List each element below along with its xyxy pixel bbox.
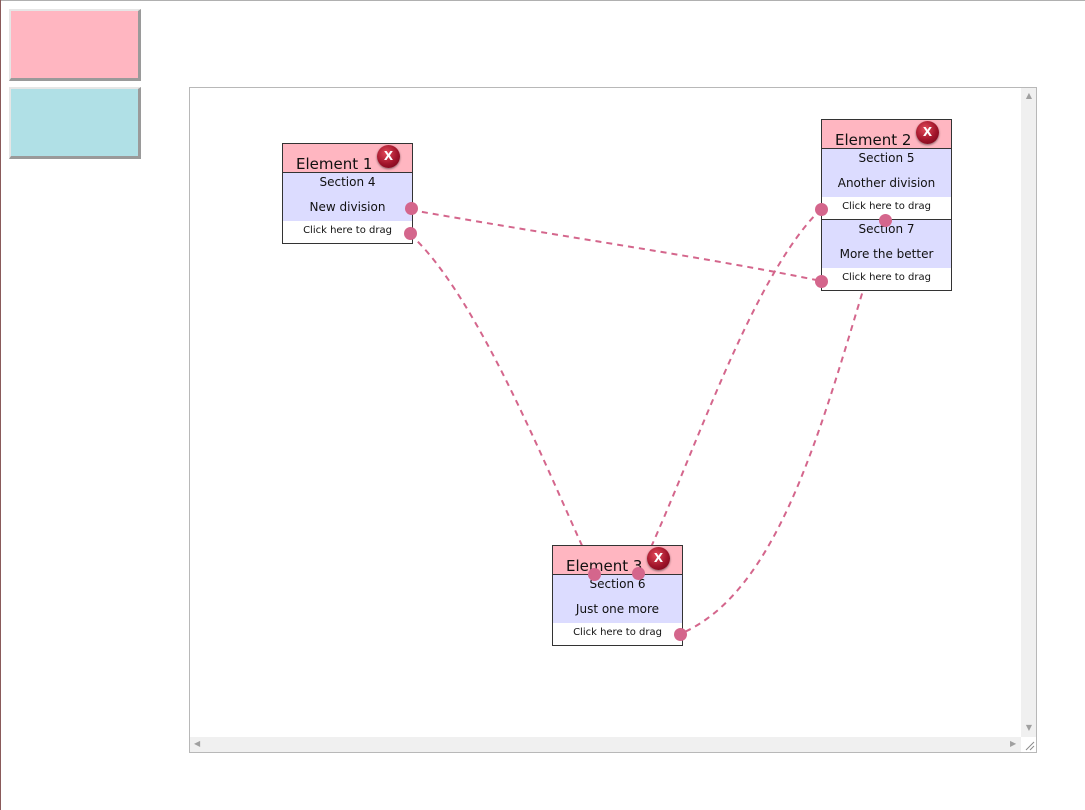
connection-port[interactable] (815, 203, 828, 216)
page-top-border (0, 0, 1085, 1)
connection-port[interactable] (405, 202, 418, 215)
node-title: Element 3 (566, 557, 643, 575)
close-icon[interactable]: X (377, 145, 400, 168)
connection-port[interactable] (815, 275, 828, 288)
node-element-3[interactable]: Element 3 X Section 6 Just one more Clic… (552, 545, 683, 646)
section-description: Just one more (575, 602, 660, 616)
connection-port[interactable] (879, 214, 892, 227)
section-title: Section 4 (319, 175, 376, 189)
section-content: Section 6 Just one more (553, 575, 682, 623)
connector-e2s5-e3s6 (638, 208, 822, 574)
resize-grip-icon[interactable] (1024, 740, 1035, 751)
section-block: Section 6 Just one more Click here to dr… (553, 575, 682, 645)
scroll-up-icon[interactable]: ▲ (1025, 91, 1032, 100)
drag-handle[interactable]: Click here to drag (822, 197, 951, 219)
section-content: Section 7 More the better (822, 220, 951, 268)
connection-port[interactable] (404, 227, 417, 240)
section-content: Section 4 New division (283, 173, 412, 221)
page-left-border (0, 0, 1, 810)
diagram-canvas[interactable]: Element 1 X Section 4 New division Click… (189, 87, 1037, 753)
section-title: Section 6 (589, 577, 646, 591)
node-header[interactable]: Element 1 X (283, 144, 412, 173)
drag-handle[interactable]: Click here to drag (553, 623, 682, 645)
connection-port[interactable] (632, 567, 645, 580)
section-description: More the better (839, 247, 934, 261)
scroll-right-icon[interactable]: ▶ (1010, 739, 1017, 748)
section-block: Section 4 New division Click here to dra… (283, 173, 412, 243)
node-header[interactable]: Element 3 X (553, 546, 682, 575)
connector-e1drag-e3s6 (409, 233, 596, 575)
section-block: Section 7 More the better Click here to … (822, 219, 951, 290)
vertical-scrollbar[interactable] (1021, 88, 1036, 738)
section-content: Section 5 Another division (822, 149, 951, 197)
connectors-layer (409, 208, 886, 635)
drag-handle[interactable]: Click here to drag (283, 221, 412, 243)
connection-port[interactable] (674, 628, 687, 641)
connection-port[interactable] (588, 568, 601, 581)
palette-cyan-block[interactable] (9, 87, 141, 159)
close-icon[interactable]: X (647, 547, 670, 570)
node-title: Element 1 (296, 155, 373, 173)
section-title: Section 7 (858, 222, 915, 236)
section-title: Section 5 (858, 151, 915, 165)
connector-e1s4-e2s7 (410, 209, 822, 282)
section-description: Another division (837, 176, 936, 190)
connector-e2s7-e3drag (679, 219, 886, 635)
section-block: Section 5 Another division Click here to… (822, 149, 951, 219)
node-element-1[interactable]: Element 1 X Section 4 New division Click… (282, 143, 413, 244)
horizontal-scrollbar[interactable] (190, 737, 1021, 752)
scroll-down-icon[interactable]: ▼ (1025, 723, 1032, 732)
drag-handle[interactable]: Click here to drag (822, 268, 951, 290)
node-element-2[interactable]: Element 2 X Section 5 Another division C… (821, 119, 952, 291)
node-title: Element 2 (835, 131, 912, 149)
palette-pink-block[interactable] (9, 9, 141, 81)
scroll-left-icon[interactable]: ◀ (194, 739, 201, 748)
section-description: New division (309, 200, 386, 214)
scroll-corner (1021, 737, 1036, 752)
node-header[interactable]: Element 2 X (822, 120, 951, 149)
close-icon[interactable]: X (916, 121, 939, 144)
